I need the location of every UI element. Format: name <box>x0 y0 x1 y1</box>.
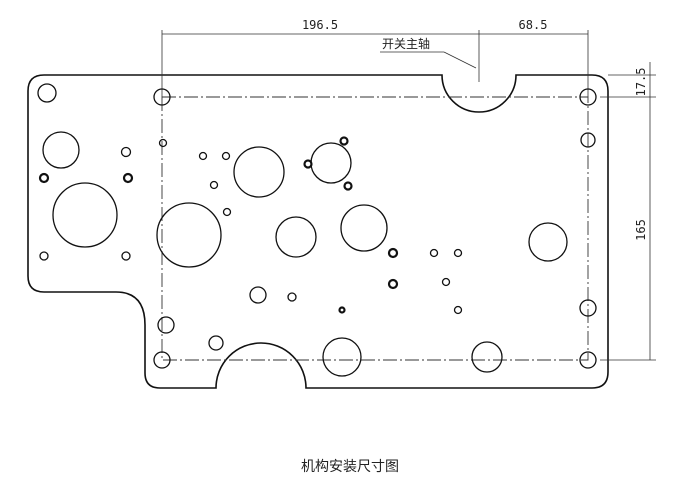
round-hole <box>42 131 80 169</box>
small-hole <box>121 251 131 261</box>
plate-outline <box>27 74 609 389</box>
small-hole <box>209 180 219 190</box>
mounting-centerline-rect <box>161 96 589 361</box>
dim-text-165: 165 <box>634 219 648 241</box>
drawing-caption: 机构安装尺寸图 <box>301 459 399 475</box>
small-hole <box>120 146 132 158</box>
round-hole <box>340 204 388 252</box>
small-hole <box>303 159 313 169</box>
round-hole-large <box>52 182 118 248</box>
corner-hole <box>37 83 57 103</box>
holes <box>37 83 597 377</box>
small-hole <box>38 172 50 184</box>
small-hole <box>222 207 232 217</box>
round-hole <box>471 341 503 373</box>
small-hole <box>387 247 399 259</box>
small-hole <box>387 278 399 290</box>
small-hole <box>453 305 463 315</box>
small-hole <box>343 181 353 191</box>
side-hole <box>579 299 597 317</box>
small-hole <box>453 248 463 258</box>
small-hole <box>39 251 49 261</box>
small-hole <box>221 151 231 161</box>
round-hole <box>310 142 352 184</box>
small-hole <box>338 306 346 314</box>
side-hole <box>157 316 175 334</box>
dim-text-17-5: 17.5 <box>634 68 648 97</box>
side-hole <box>580 132 596 148</box>
mounting-hole <box>579 351 597 369</box>
round-hole <box>249 286 267 304</box>
small-hole <box>158 138 168 148</box>
mounting-hole <box>153 88 171 106</box>
small-hole <box>441 277 451 287</box>
dim-text-68-5: 68.5 <box>519 18 548 32</box>
small-hole <box>287 292 297 302</box>
round-hole <box>528 222 568 262</box>
round-hole <box>322 337 362 377</box>
mounting-hole <box>153 351 171 369</box>
mounting-hole <box>579 88 597 106</box>
round-hole-large <box>156 202 222 268</box>
small-hole <box>339 136 349 146</box>
small-hole <box>429 248 439 258</box>
dim-text-196-5: 196.5 <box>302 18 338 32</box>
round-hole <box>275 216 317 258</box>
callout-label: 开关主轴 <box>382 36 430 51</box>
callout-leader <box>443 51 477 69</box>
small-hole <box>122 172 134 184</box>
small-hole <box>198 151 208 161</box>
round-hole-large <box>233 146 285 198</box>
round-hole <box>208 335 224 351</box>
